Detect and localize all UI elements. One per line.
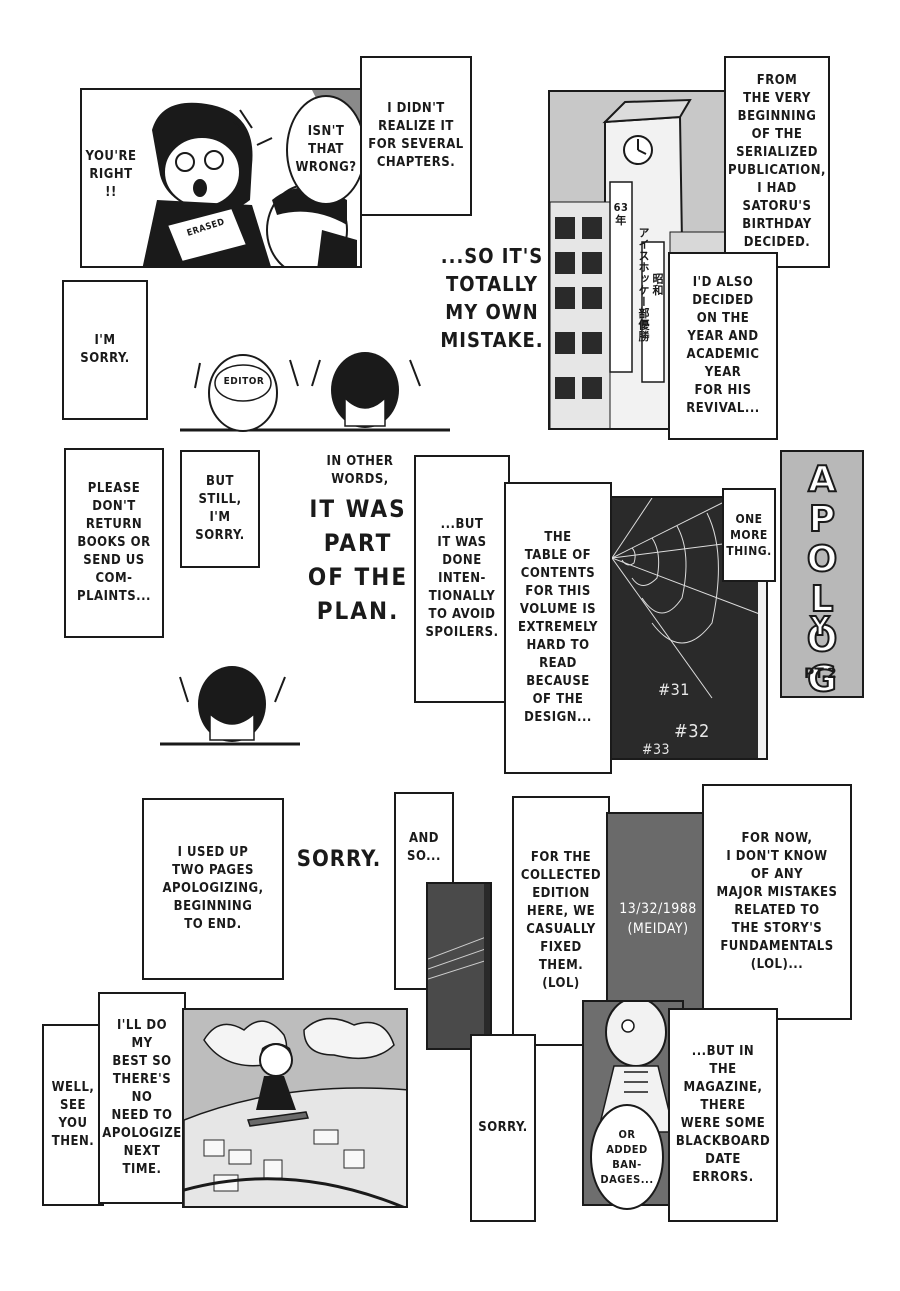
- caption-ill-do-best: I'LL DO MY BEST SO THERE'S NO NEED TO AP…: [98, 992, 186, 1204]
- caption-im-sorry: I'M SORRY.: [62, 280, 148, 420]
- done-intentionally-text: ...BUT IT WAS DONE INTEN- TIONALLY TO AV…: [425, 517, 499, 640]
- apology-part-label: PT.2: [804, 666, 837, 682]
- table-of-contents-text: THE TABLE OF CONTENTS FOR THIS VOLUME IS…: [517, 530, 599, 725]
- caption-from-beginning: FROM THE VERY BEGINNING OF THE SERIALIZE…: [724, 56, 830, 268]
- caption-for-now: FOR NOW, I DON'T KNOW OF ANY MAJOR MISTA…: [702, 784, 852, 1020]
- editor-badge-label: EDITOR: [223, 376, 265, 387]
- chapter-33-label: #33: [641, 742, 671, 758]
- one-more-thing-text: ONE MORE THING.: [726, 512, 772, 558]
- but-still-text: BUT STILL, I'M SORRY.: [195, 474, 245, 543]
- caption-please-dont: PLEASE DON'T RETURN BOOKS OR SEND US COM…: [64, 448, 164, 638]
- from-beginning-text: FROM THE VERY BEGINNING OF THE SERIALIZE…: [728, 73, 826, 250]
- panel-blackboard-lines: [426, 882, 492, 1050]
- chapter-31-label: #31: [658, 680, 690, 699]
- part-of-plan-text: IT WAS PART OF THE PLAN.: [307, 495, 409, 625]
- youre-right-text: YOU'RE RIGHT !!: [85, 149, 137, 200]
- chapter-32-label: #32: [674, 721, 710, 742]
- caption-didnt-realize: I DIDN'T REALIZE IT FOR SEVERAL CHAPTERS…: [360, 56, 472, 216]
- didnt-realize-text: I DIDN'T REALIZE IT FOR SEVERAL CHAPTERS…: [368, 101, 464, 170]
- panel-spider-web: #31 #32 #33: [610, 496, 768, 760]
- own-mistake-text: ...SO IT'S TOTALLY MY OWN MISTAKE.: [440, 244, 544, 352]
- caption-magazine: ...BUT IN THE MAGAZINE, THERE WERE SOME …: [668, 1008, 778, 1222]
- bowing-editor-and-author-illustration: [180, 352, 450, 432]
- skateboarding-author-illustration: [184, 1010, 406, 1206]
- for-now-text: FOR NOW, I DON'T KNOW OF ANY MAJOR MISTA…: [716, 831, 838, 972]
- caption-well-see-you: WELL, SEE YOU THEN.: [42, 1024, 104, 1206]
- meiday-date-text: 13/32/1988 (MEIDAY): [619, 901, 697, 937]
- well-see-you-text: WELL, SEE YOU THEN.: [51, 1080, 95, 1149]
- apology-title-last-letter: Y: [810, 611, 831, 643]
- caption-one-more-thing: ONE MORE THING.: [722, 488, 776, 582]
- added-bandages-text: OR ADDED BAN- DAGES...: [600, 1128, 654, 1186]
- sorry-big-text: SORRY.: [296, 847, 382, 872]
- used-up-text: I USED UP TWO PAGES APOLOGIZING, BEGINNI…: [162, 845, 264, 932]
- caption-used-up: I USED UP TWO PAGES APOLOGIZING, BEGINNI…: [142, 798, 284, 980]
- caption-table-of-contents: THE TABLE OF CONTENTS FOR THIS VOLUME IS…: [504, 482, 612, 774]
- title-letter: P: [808, 499, 836, 541]
- im-sorry-text: I'M SORRY.: [80, 333, 130, 366]
- please-dont-text: PLEASE DON'T RETURN BOOKS OR SEND US COM…: [77, 481, 151, 604]
- caption-done-intentionally: ...BUT IT WAS DONE INTEN- TIONALLY TO AV…: [414, 455, 510, 703]
- caption-but-still: BUT STILL, I'M SORRY.: [180, 450, 260, 568]
- title-letter: G: [806, 659, 838, 701]
- in-other-words-text: IN OTHER WORDS,: [326, 454, 394, 487]
- speech-bubble-isnt-that-wrong: ISN'T THAT WRONG?: [286, 95, 366, 205]
- title-letter: A: [807, 459, 837, 501]
- collected-edition-text: FOR THE COLLECTED EDITION HERE, WE CASUA…: [520, 850, 602, 991]
- panel-skateboard-city: [182, 1008, 408, 1208]
- apology-title-letters: A P O L O G: [782, 459, 862, 701]
- caption-also-decided: I'D ALSO DECIDED ON THE YEAR AND ACADEMI…: [668, 252, 778, 440]
- sorry-small-text: SORRY.: [478, 1120, 528, 1135]
- panel-bandaged-character: [582, 1000, 684, 1206]
- caption-sorry-small: SORRY.: [470, 1034, 536, 1222]
- magazine-text: ...BUT IN THE MAGAZINE, THERE WERE SOME …: [675, 1044, 771, 1185]
- banner-showa-text: 63 年: [613, 201, 629, 227]
- title-letter: O: [806, 539, 839, 581]
- banner-hockey-text: 昭和 アイスホッケー部優勝: [637, 226, 664, 342]
- apology-title-panel: A P O L O G PT.2: [780, 450, 864, 701]
- title-letter: O: [806, 619, 839, 661]
- author-and-editor-illustration: [82, 90, 360, 266]
- isnt-that-wrong-text: ISN'T THAT WRONG?: [295, 124, 357, 175]
- blackboard-lines-illustration: [428, 884, 490, 1048]
- and-so-text: AND SO...: [407, 831, 441, 864]
- speech-bubble-added-bandages: OR ADDED BAN- DAGES...: [590, 1104, 664, 1210]
- title-letter: L: [810, 579, 835, 621]
- also-decided-text: I'D ALSO DECIDED ON THE YEAR AND ACADEMI…: [686, 275, 760, 416]
- bowing-author-illustration: [160, 666, 300, 746]
- ill-do-best-text: I'LL DO MY BEST SO THERE'S NO NEED TO AP…: [102, 1018, 182, 1177]
